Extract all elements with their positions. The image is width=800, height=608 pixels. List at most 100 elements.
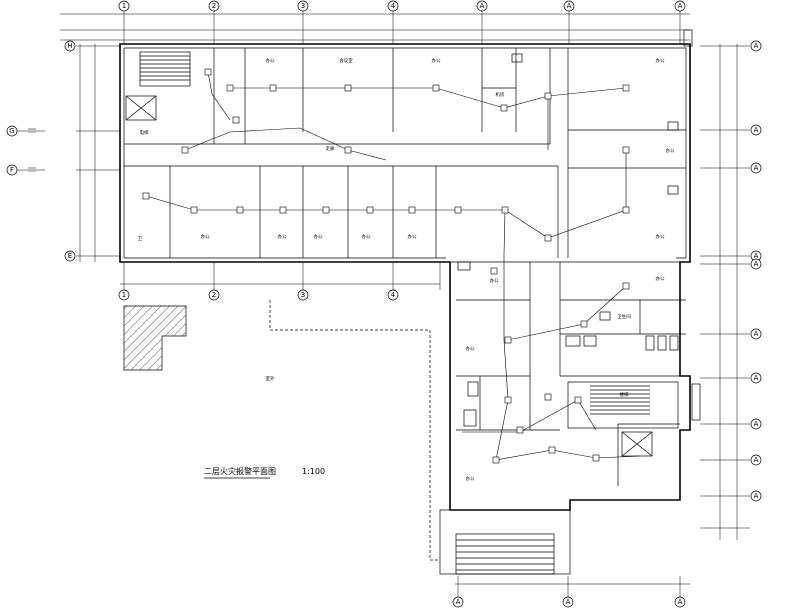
smoke-detector-icon xyxy=(181,146,189,154)
axis-bubble: 3 xyxy=(297,289,309,301)
smoke-detector-icon xyxy=(548,446,556,454)
bottom-dimension-lines xyxy=(120,262,441,290)
top-axis-bubbles: 1 2 3 4 A A A xyxy=(118,0,686,12)
svg-text:办公: 办公 xyxy=(278,233,287,240)
left-axis-bubbles: H G F E xyxy=(6,40,76,262)
svg-text:2: 2 xyxy=(212,2,216,10)
svg-text:A: A xyxy=(567,2,572,10)
smoke-detector-icon xyxy=(544,234,552,242)
svg-text:H: H xyxy=(67,42,72,50)
smoke-detector-icon xyxy=(322,206,330,214)
drawing-title: 二层火灾报警平面图 xyxy=(204,466,276,476)
left-dimension-lines xyxy=(76,44,120,262)
svg-text:A: A xyxy=(754,252,759,260)
svg-text:会议室: 会议室 xyxy=(339,57,353,64)
svg-text:A: A xyxy=(754,420,759,428)
svg-text:A: A xyxy=(754,260,759,268)
lower-bottom-dimension-lines xyxy=(455,576,690,598)
smoke-detector-icon xyxy=(574,396,582,404)
axis-bubble: 1 xyxy=(118,0,130,12)
smoke-detector-icon xyxy=(432,84,440,92)
svg-text:卫生间: 卫生间 xyxy=(617,313,631,320)
svg-text:4: 4 xyxy=(391,291,396,299)
axis-bubble: E xyxy=(64,250,76,262)
svg-text:A: A xyxy=(754,42,759,50)
smoke-detector-icon xyxy=(592,454,600,462)
axis-bubble: A xyxy=(476,0,488,12)
svg-text:3: 3 xyxy=(301,2,305,10)
axis-bubble: 2 xyxy=(208,0,220,12)
smoke-detector-icon xyxy=(501,206,509,214)
smoke-detector-icon xyxy=(142,192,150,200)
svg-text:A: A xyxy=(566,598,571,606)
smoke-detector-icon xyxy=(204,68,212,76)
svg-text:A: A xyxy=(754,330,759,338)
svg-text:A: A xyxy=(754,164,759,172)
smoke-detector-icon xyxy=(580,320,588,328)
svg-text:办公: 办公 xyxy=(314,233,323,240)
svg-text:卫: 卫 xyxy=(138,236,143,242)
axis-bubble: A xyxy=(674,0,686,12)
axis-bubble: A xyxy=(750,258,762,270)
smoke-detector-icon xyxy=(190,206,198,214)
axis-bubble: A xyxy=(674,596,686,608)
smoke-detector-icon xyxy=(366,206,374,214)
smoke-detector-icon xyxy=(622,282,630,290)
svg-text:电梯: 电梯 xyxy=(140,129,149,136)
smoke-detector-icon xyxy=(504,336,512,344)
smoke-detector-icon xyxy=(516,426,524,434)
svg-text:机房: 机房 xyxy=(496,91,505,98)
smoke-detector-icon xyxy=(622,84,630,92)
axis-bubble: A xyxy=(750,162,762,174)
svg-text:A: A xyxy=(754,456,759,464)
axis-bubble: 1 xyxy=(118,289,130,301)
axis-bubble: A xyxy=(750,372,762,384)
axis-bubble: A xyxy=(562,596,574,608)
svg-text:G: G xyxy=(9,127,14,135)
svg-text:办公: 办公 xyxy=(466,475,475,482)
svg-text:A: A xyxy=(754,126,759,134)
svg-text:办公: 办公 xyxy=(432,57,441,64)
axis-bubble: 3 xyxy=(297,0,309,12)
smoke-detector-icon xyxy=(622,206,630,214)
svg-text:办公: 办公 xyxy=(666,147,675,154)
smoke-detector-icon xyxy=(504,396,512,404)
svg-text:2: 2 xyxy=(212,291,216,299)
svg-text:办公: 办公 xyxy=(490,277,499,284)
right-dimension-lines xyxy=(700,44,750,540)
smoke-detector-icon xyxy=(236,206,244,214)
svg-text:走廊: 走廊 xyxy=(326,145,335,152)
svg-text:办公: 办公 xyxy=(362,233,371,240)
svg-text:办公: 办公 xyxy=(656,233,665,240)
axis-bubble: A xyxy=(750,124,762,136)
axis-bubble: 2 xyxy=(208,289,220,301)
axis-bubble: G xyxy=(6,125,18,137)
svg-text:E: E xyxy=(68,252,72,260)
smoke-detector-icon xyxy=(408,206,416,214)
axis-bubble: A xyxy=(750,328,762,340)
smoke-detector-icon xyxy=(454,206,462,214)
axis-bubble: A xyxy=(750,454,762,466)
svg-text:A: A xyxy=(456,598,461,606)
axis-bubble: 4 xyxy=(387,0,399,12)
smoke-detector-icon xyxy=(500,104,508,112)
svg-text:办公: 办公 xyxy=(201,233,210,240)
elevator-lower-right xyxy=(621,431,653,457)
building-walls xyxy=(119,43,691,511)
drawing-title-block: 二层火灾报警平面图 1:100 xyxy=(204,466,325,479)
axis-bubble: A xyxy=(750,40,762,52)
bottom-axis-bubbles: 1 2 3 4 xyxy=(118,289,399,301)
smoke-detector-icon xyxy=(344,84,352,92)
smoke-detector-icon xyxy=(544,92,552,100)
svg-text:A: A xyxy=(754,492,759,500)
room-labels: 办公 会议室 办公 机房 办公 办公 办公 办公 办公 办公 办公 卫 办公 办… xyxy=(138,57,675,482)
svg-text:室外: 室外 xyxy=(266,375,275,382)
lower-bottom-axis-bubbles: A A A xyxy=(452,596,686,608)
svg-text:办公: 办公 xyxy=(656,275,665,282)
smoke-detector-icon xyxy=(232,116,240,124)
smoke-detector-icon xyxy=(492,456,500,464)
svg-text:3: 3 xyxy=(301,291,305,299)
axis-bubble: A xyxy=(750,250,762,262)
hatched-area xyxy=(123,305,187,371)
